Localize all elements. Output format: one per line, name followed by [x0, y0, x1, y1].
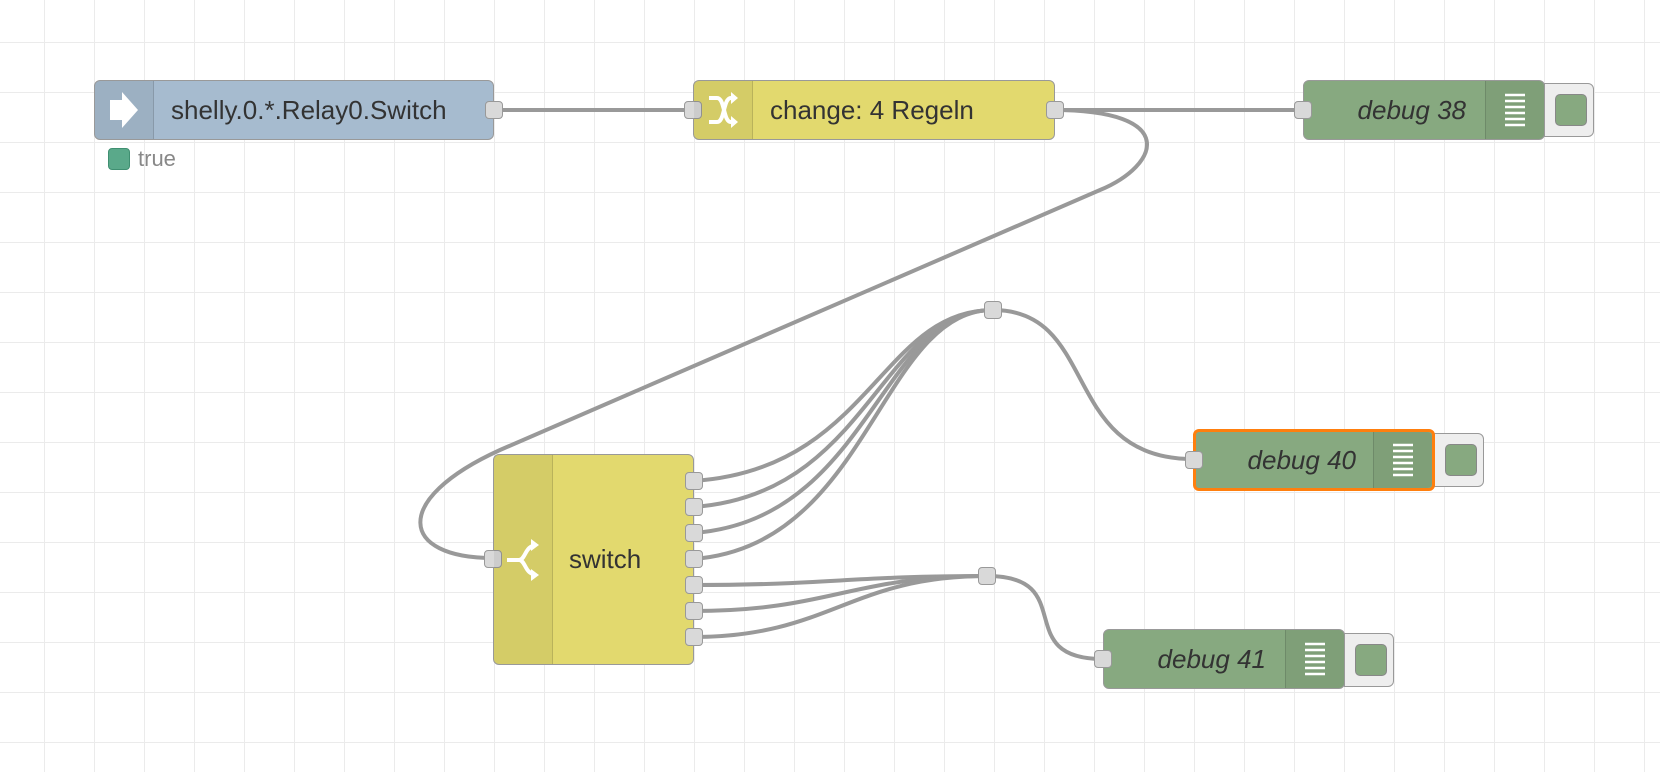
switch-output-port-2[interactable] [685, 498, 703, 516]
debug40-toggle-indicator [1445, 444, 1477, 476]
wire-switch-out4[interactable] [691, 308, 995, 561]
switch-output-port-7[interactable] [685, 628, 703, 646]
debug41-icon-area [1285, 630, 1344, 688]
inject-node[interactable]: shelly.0.*.Relay0.Switch [94, 80, 503, 140]
inject-label: shelly.0.*.Relay0.Switch [171, 94, 447, 125]
wire-switch-out2[interactable] [691, 308, 995, 509]
wire-junction1-to-debug40[interactable] [991, 308, 1195, 461]
debug40-node[interactable]: debug 40 [1185, 429, 1435, 491]
inject-status: true [108, 146, 176, 172]
debug41-toggle-indicator [1355, 644, 1387, 676]
wire-junction-lower[interactable] [978, 567, 996, 585]
shuffle-icon [709, 92, 738, 128]
switch-output-port-5[interactable] [685, 576, 703, 594]
debug38-input-port[interactable] [1294, 101, 1312, 119]
wire-junction-upper[interactable] [984, 301, 1002, 319]
debug38-icon-area [1485, 81, 1544, 139]
list-icon [1305, 642, 1325, 676]
change-icon-area [694, 81, 753, 139]
debug38-label: debug 38 [1357, 94, 1466, 125]
change-output-port[interactable] [1046, 101, 1064, 119]
debug38-toggle-button[interactable] [1544, 83, 1594, 137]
debug38-toggle-indicator [1555, 94, 1587, 126]
switch-output-port-3[interactable] [685, 524, 703, 542]
debug41-toggle-button[interactable] [1344, 633, 1394, 687]
inject-icon-area[interactable] [95, 81, 154, 139]
debug40-label: debug 40 [1247, 444, 1356, 475]
wire-change-to-switch[interactable] [418, 108, 1149, 560]
debug40-toggle-button[interactable] [1434, 433, 1484, 487]
debug40-input-port[interactable] [1185, 451, 1203, 469]
debug41-label: debug 41 [1157, 643, 1266, 674]
switch-output-port-4[interactable] [685, 550, 703, 568]
switch-input-port[interactable] [484, 550, 502, 568]
list-icon [1505, 93, 1525, 127]
debug41-input-port[interactable] [1094, 650, 1112, 668]
wire-switch-out1[interactable] [691, 308, 995, 483]
inject-status-text: true [138, 146, 176, 171]
switch-output-port-1[interactable] [685, 472, 703, 490]
list-icon [1393, 443, 1413, 477]
inject-output-port[interactable] [485, 101, 503, 119]
debug40-icon-area [1373, 432, 1432, 488]
switch-node[interactable]: switch [484, 454, 703, 665]
change-node[interactable]: change: 4 Regeln [684, 80, 1064, 140]
switch-icon-area [494, 455, 553, 664]
debug38-node[interactable]: debug 38 [1294, 80, 1545, 140]
debug41-node[interactable]: debug 41 [1094, 629, 1345, 689]
switch-output-port-6[interactable] [685, 602, 703, 620]
change-input-port[interactable] [684, 101, 702, 119]
wire-junction2-to-debug41[interactable] [985, 574, 1105, 661]
fork-icon [507, 538, 539, 581]
change-label: change: 4 Regeln [770, 94, 974, 125]
wire-switch-out7[interactable] [691, 574, 989, 639]
status-dot-icon [108, 148, 130, 170]
switch-label: switch [569, 544, 642, 574]
arrow-right-icon [110, 92, 138, 128]
